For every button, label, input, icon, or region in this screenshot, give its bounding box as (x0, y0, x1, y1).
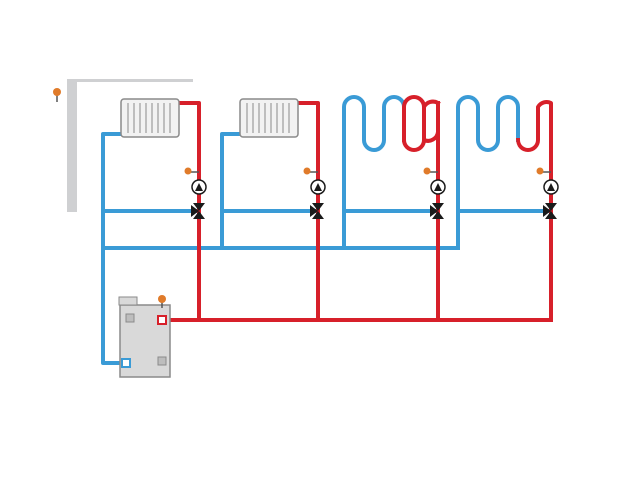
circuit-4-supply (515, 100, 553, 322)
circuit-1-pump-icon (191, 179, 207, 195)
circuit-1-supply (176, 101, 201, 322)
circuit-4-sensor-icon (536, 167, 551, 175)
circuit-2-return (220, 132, 242, 250)
circuit-1-mixing-valve-icon (191, 203, 205, 219)
circuit-1-controls (184, 167, 207, 219)
boiler-supply-outlet (157, 315, 167, 325)
boiler-return-inlet (121, 358, 131, 368)
circuit-4-controls (536, 167, 559, 219)
circuit-3-pump-icon (430, 179, 446, 195)
outdoor-sensor-icon (53, 88, 61, 102)
circuit-3-coil-end (401, 99, 441, 152)
radiator-1-icon (120, 98, 180, 138)
circuit-3-mixing-valve-icon (430, 203, 444, 219)
boiler-return-riser (101, 132, 124, 365)
building-wall (67, 79, 193, 212)
circuit-2-mixing-valve-icon (310, 203, 324, 219)
circuit-2-supply (296, 101, 320, 322)
circuit-3-controls (423, 167, 446, 219)
circuit-3-return (342, 95, 406, 250)
return-pipes (101, 95, 550, 365)
boiler-icon (118, 296, 171, 378)
circuit-1-sensor-icon (184, 167, 199, 175)
circuit-4-return (456, 95, 520, 250)
circuit-3-sensor-icon (423, 167, 438, 175)
supply-pipes (161, 95, 553, 322)
wall-top (67, 79, 193, 82)
circuit-2-pump-icon (310, 179, 326, 195)
circuit-4-mixing-valve-icon (543, 203, 557, 219)
circuit-4-pump-icon (543, 179, 559, 195)
wall-vertical (67, 79, 77, 212)
circuit-2-controls (303, 167, 326, 219)
circuit-2-sensor-icon (303, 167, 318, 175)
boiler-sensor-icon (158, 295, 166, 308)
radiator-2-icon (239, 98, 299, 138)
